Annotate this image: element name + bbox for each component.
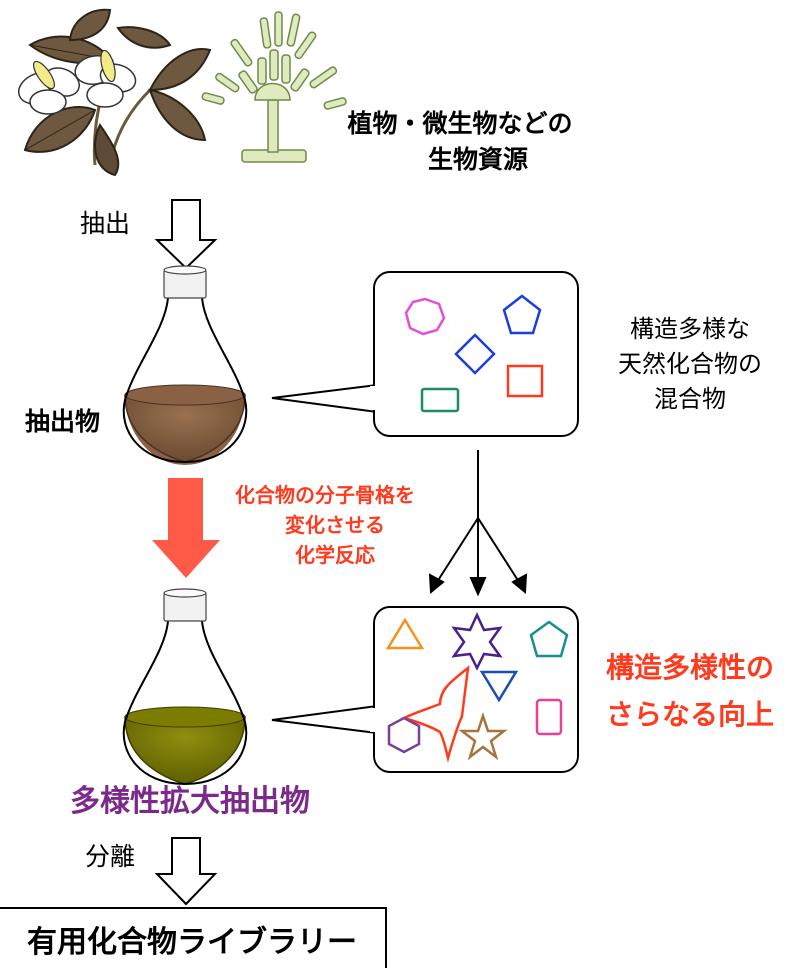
extraction-step-label: 抽出 bbox=[80, 209, 130, 238]
diverse-compounds-box bbox=[373, 606, 579, 773]
library-box bbox=[0, 907, 387, 968]
pentagon-shape bbox=[502, 294, 542, 335]
triangle-down-shape bbox=[479, 670, 519, 703]
reaction-label-line3: 化学反応 bbox=[295, 543, 375, 567]
white-flower-right bbox=[74, 49, 137, 108]
rectangle-pink-shape bbox=[535, 698, 563, 736]
separation-down-arrow bbox=[154, 837, 218, 906]
diamond-shape bbox=[454, 333, 496, 375]
hexagon-shape bbox=[387, 716, 421, 754]
white-flower-left bbox=[17, 60, 80, 115]
triangle-orange-shape bbox=[385, 617, 425, 650]
star-six-point-shape bbox=[451, 612, 503, 671]
heptagon-shape bbox=[404, 297, 446, 336]
mixture-box bbox=[373, 271, 579, 437]
square-shape bbox=[506, 364, 544, 398]
extraction-down-arrow bbox=[154, 199, 218, 270]
separation-step-label: 分離 bbox=[85, 842, 135, 871]
fungus-illustration bbox=[201, 11, 347, 163]
expanded-extract-label: 多様性拡大抽出物 bbox=[70, 784, 310, 819]
plant-illustration bbox=[17, 8, 212, 177]
pentagon-teal-shape bbox=[529, 620, 569, 658]
reaction-label-line2: 変化させる bbox=[285, 513, 385, 537]
reaction-label-line1: 化合物の分子骨格を bbox=[235, 483, 415, 507]
expanded-extract-flask bbox=[122, 588, 248, 786]
diversity-label-line1: 構造多様性の bbox=[606, 651, 774, 684]
callout-pointer-bottom bbox=[271, 704, 378, 735]
mixture-label-line2: 天然化合物の bbox=[618, 350, 762, 378]
diversity-label-line2: さらなる向上 bbox=[606, 698, 774, 731]
callout-pointer-top bbox=[271, 383, 378, 414]
library-label: 有用化合物ライブラリー bbox=[27, 925, 357, 960]
mixture-label-line1: 構造多様な bbox=[630, 315, 750, 343]
four-point-star-shape bbox=[400, 665, 470, 763]
extract-flask bbox=[122, 265, 248, 465]
rectangle-shape bbox=[420, 387, 460, 413]
star-five-point-shape bbox=[458, 712, 508, 761]
mixture-label-line3: 混合物 bbox=[654, 385, 726, 413]
resource-label-line2: 生物資源 bbox=[428, 145, 528, 174]
resource-label-line1: 植物・微生物などの bbox=[347, 109, 572, 138]
extract-label: 抽出物 bbox=[25, 407, 100, 436]
branching-arrows bbox=[428, 450, 528, 597]
reaction-arrow bbox=[152, 478, 220, 578]
